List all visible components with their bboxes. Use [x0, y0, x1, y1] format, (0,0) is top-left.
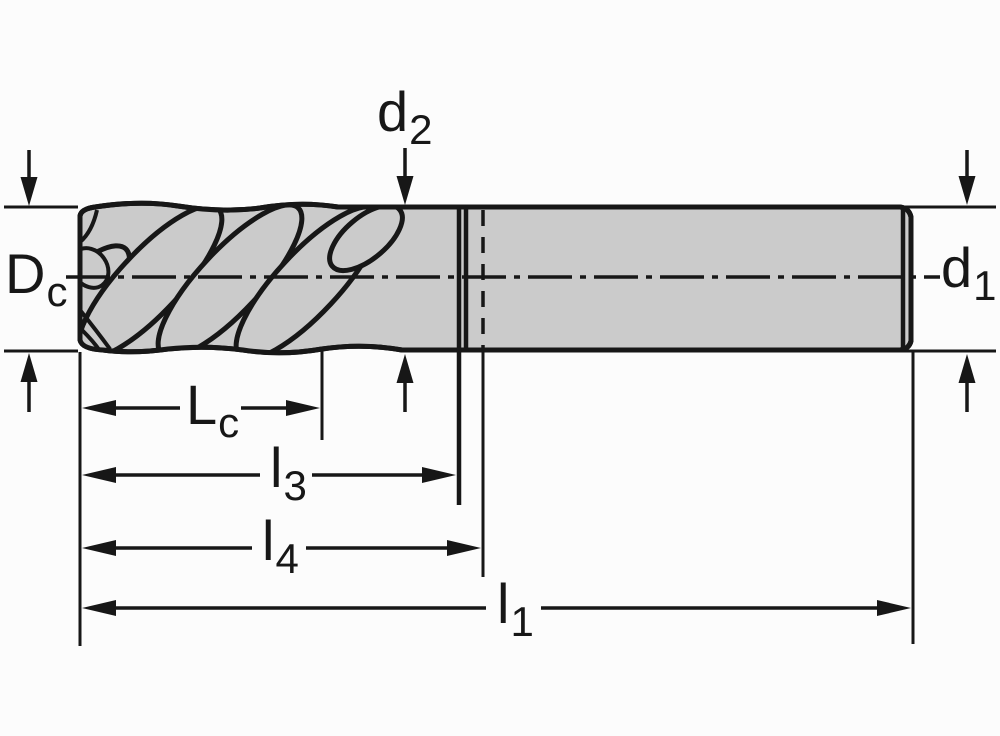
label-lc-main: L	[186, 373, 218, 436]
label-d2-sub: 2	[409, 106, 433, 153]
dc-arrow-bottom	[20, 353, 38, 412]
label-d1-main: d	[941, 236, 973, 299]
label-dc-sub: c	[46, 268, 68, 315]
label-dc: Dc	[5, 246, 67, 313]
dimension-line-lc	[82, 400, 320, 416]
label-dc-main: D	[5, 242, 46, 305]
tool-outline	[77, 200, 914, 356]
d2-arrow-bottom	[396, 354, 414, 412]
dc-arrow-top	[20, 150, 38, 206]
label-d2: d2	[377, 84, 433, 151]
d2-arrow-top	[396, 148, 414, 205]
label-l4-main: l	[262, 509, 275, 572]
label-l4: l4	[262, 513, 299, 580]
dimension-line-l4	[82, 540, 481, 556]
label-d1-sub: 1	[973, 262, 997, 309]
label-lc: Lc	[186, 377, 239, 444]
dimension-line-l3	[82, 467, 456, 483]
label-l1-main: l	[497, 572, 510, 635]
label-l3-main: l	[270, 436, 283, 499]
d1-arrow-top	[958, 150, 976, 205]
dimension-line-l1	[82, 600, 911, 616]
end-tooth-edge-bottom	[80, 308, 112, 351]
label-l4-sub: 4	[275, 535, 299, 582]
label-l1-sub: 1	[510, 598, 534, 645]
label-d2-main: d	[377, 80, 409, 143]
label-l3-sub: 3	[283, 462, 307, 509]
label-l1: l1	[497, 576, 534, 643]
label-l3: l3	[270, 440, 307, 507]
label-d1: d1	[941, 240, 997, 307]
d1-arrow-bottom	[958, 354, 976, 412]
flute-runout-tongue	[327, 203, 405, 274]
label-lc-sub: c	[218, 399, 240, 446]
